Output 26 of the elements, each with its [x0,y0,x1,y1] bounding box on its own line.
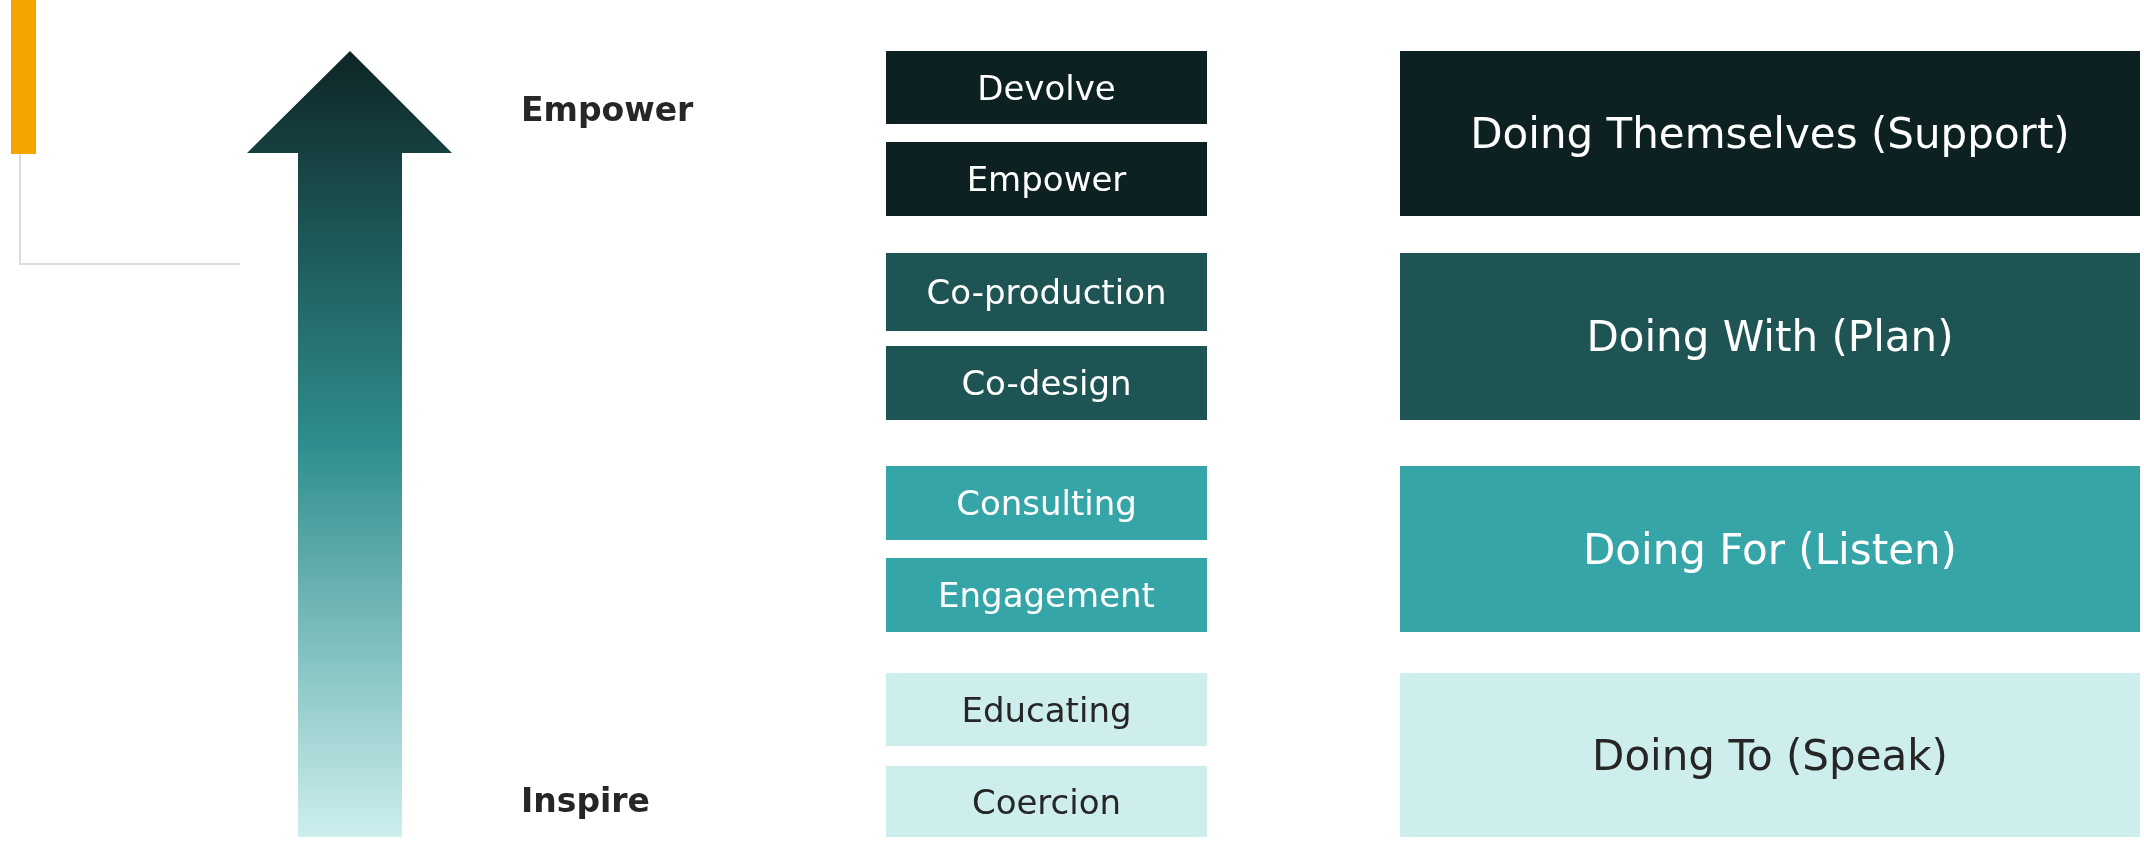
stage-label: Doing With (Plan) [1586,312,1954,361]
level-label: Devolve [977,67,1116,108]
stage-label: Doing Themselves (Support) [1470,109,2070,158]
level-box [886,466,1207,540]
level-box [886,142,1207,216]
stage-box [1400,673,2140,837]
level-box [886,346,1207,420]
level-label: Educating [961,689,1132,730]
level-label: Consulting [956,483,1137,523]
level-box [886,253,1207,331]
axis-end-label: Empower [521,90,694,129]
level-label: Empower [966,159,1127,199]
stage-box [1400,51,2140,216]
level-box [886,558,1207,632]
stage-label: Doing For (Listen) [1583,524,1957,574]
stage-label: Doing To (Speak) [1592,730,1948,780]
level-label: Co-production [926,272,1167,312]
stage-box [1400,253,2140,420]
level-label: Engagement [938,575,1155,615]
stage-box [1400,466,2140,632]
level-label: Coercion [971,781,1122,822]
axis-end-label: Inspire [521,781,650,820]
level-box [886,51,1207,124]
level-box [886,673,1207,746]
level-box [886,766,1207,837]
level-label: Co-design [961,363,1132,403]
